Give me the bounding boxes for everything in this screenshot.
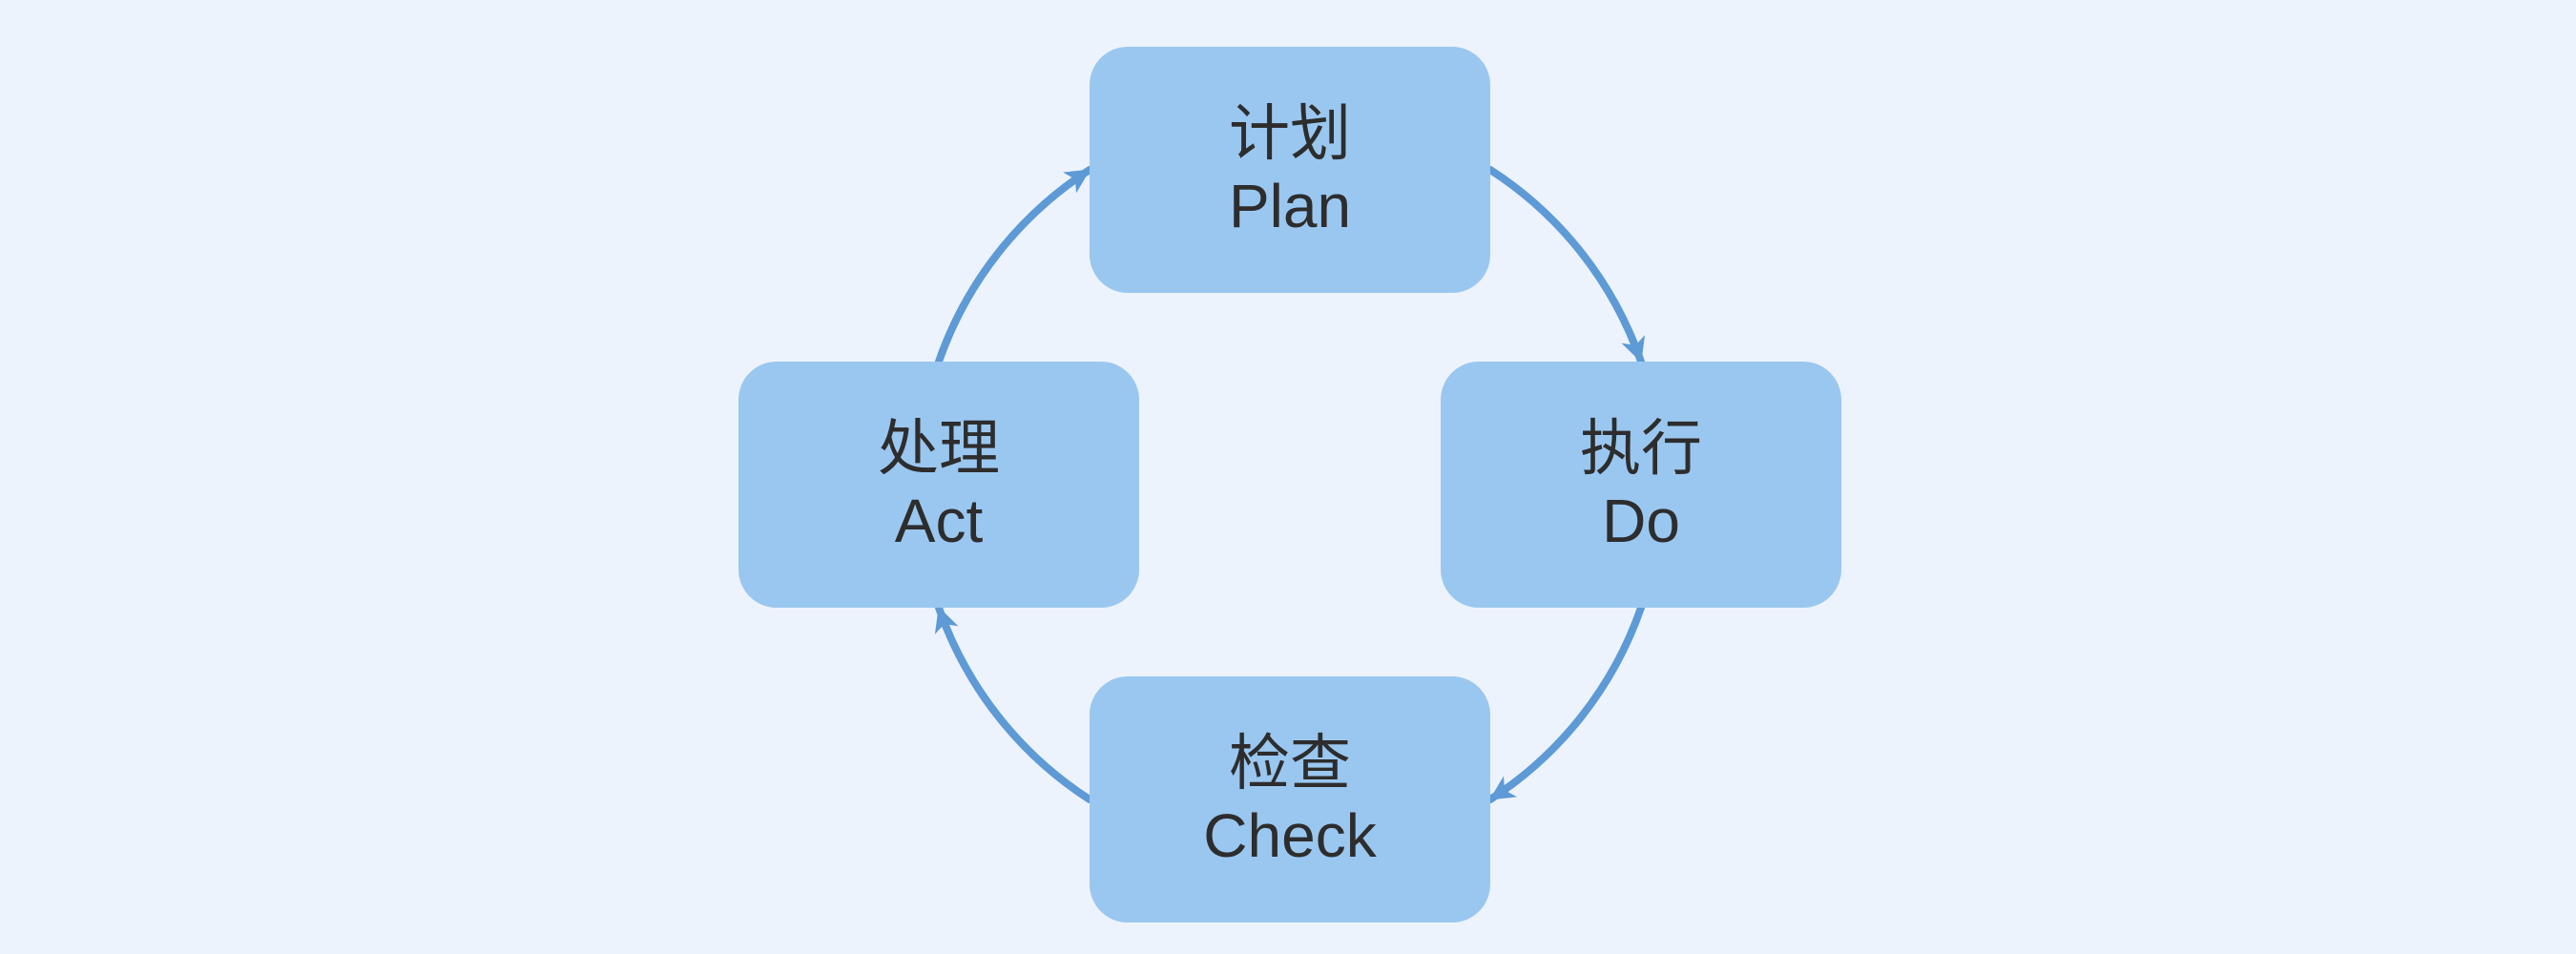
node-plan: 计划 Plan — [1090, 47, 1490, 293]
node-check-label-zh: 检查 — [1229, 729, 1351, 798]
arrow-do-to-check — [1486, 604, 1645, 803]
arrow-check-to-act — [934, 604, 1093, 803]
node-act-label-en: Act — [894, 487, 984, 555]
node-plan-label-en: Plan — [1228, 172, 1352, 240]
node-check-label-en: Check — [1203, 801, 1377, 870]
node-check: 检查 Check — [1090, 676, 1490, 923]
node-do-label-zh: 执行 — [1580, 414, 1702, 483]
node-act-label-zh: 处理 — [878, 414, 1000, 483]
node-act: 处理 Act — [738, 362, 1139, 608]
arrow-act-to-plan — [935, 166, 1093, 365]
arrow-plan-to-do — [1486, 166, 1646, 365]
node-do-label-en: Do — [1602, 487, 1680, 555]
node-plan-label-zh: 计划 — [1229, 99, 1351, 168]
node-do: 执行 Do — [1441, 362, 1841, 608]
